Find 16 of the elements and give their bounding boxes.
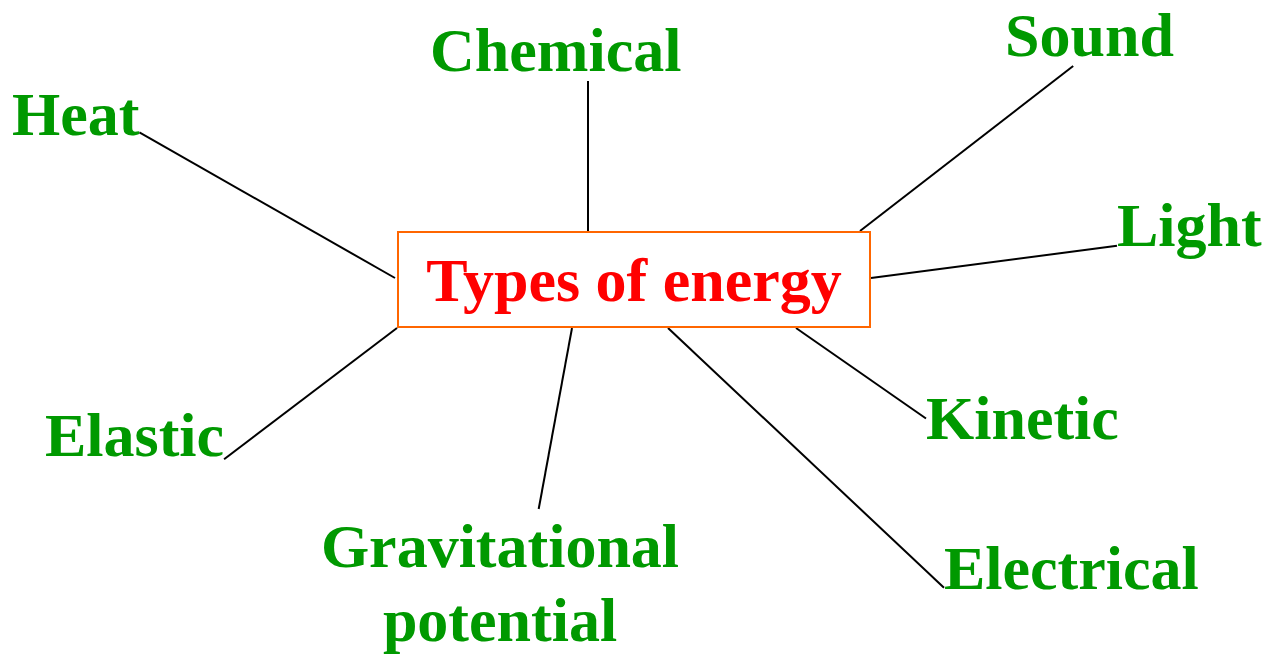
connector-line	[223, 327, 398, 461]
energy-type-label: Electrical	[944, 537, 1199, 599]
connector-line	[587, 80, 589, 232]
connector-line	[795, 327, 927, 420]
connector-line	[537, 327, 573, 510]
energy-type-label: Gravitational potential	[310, 509, 690, 655]
connector-line	[870, 244, 1118, 279]
title-box	[397, 231, 871, 328]
connector-line	[667, 327, 945, 589]
connector-line	[138, 131, 396, 279]
energy-type-label: Kinetic	[926, 387, 1119, 449]
energy-type-label: Chemical	[430, 19, 682, 81]
energy-type-label: Sound	[1005, 4, 1174, 66]
energy-type-label: Heat	[12, 83, 140, 145]
energy-type-label: Elastic	[45, 404, 225, 466]
connector-line	[859, 65, 1075, 232]
